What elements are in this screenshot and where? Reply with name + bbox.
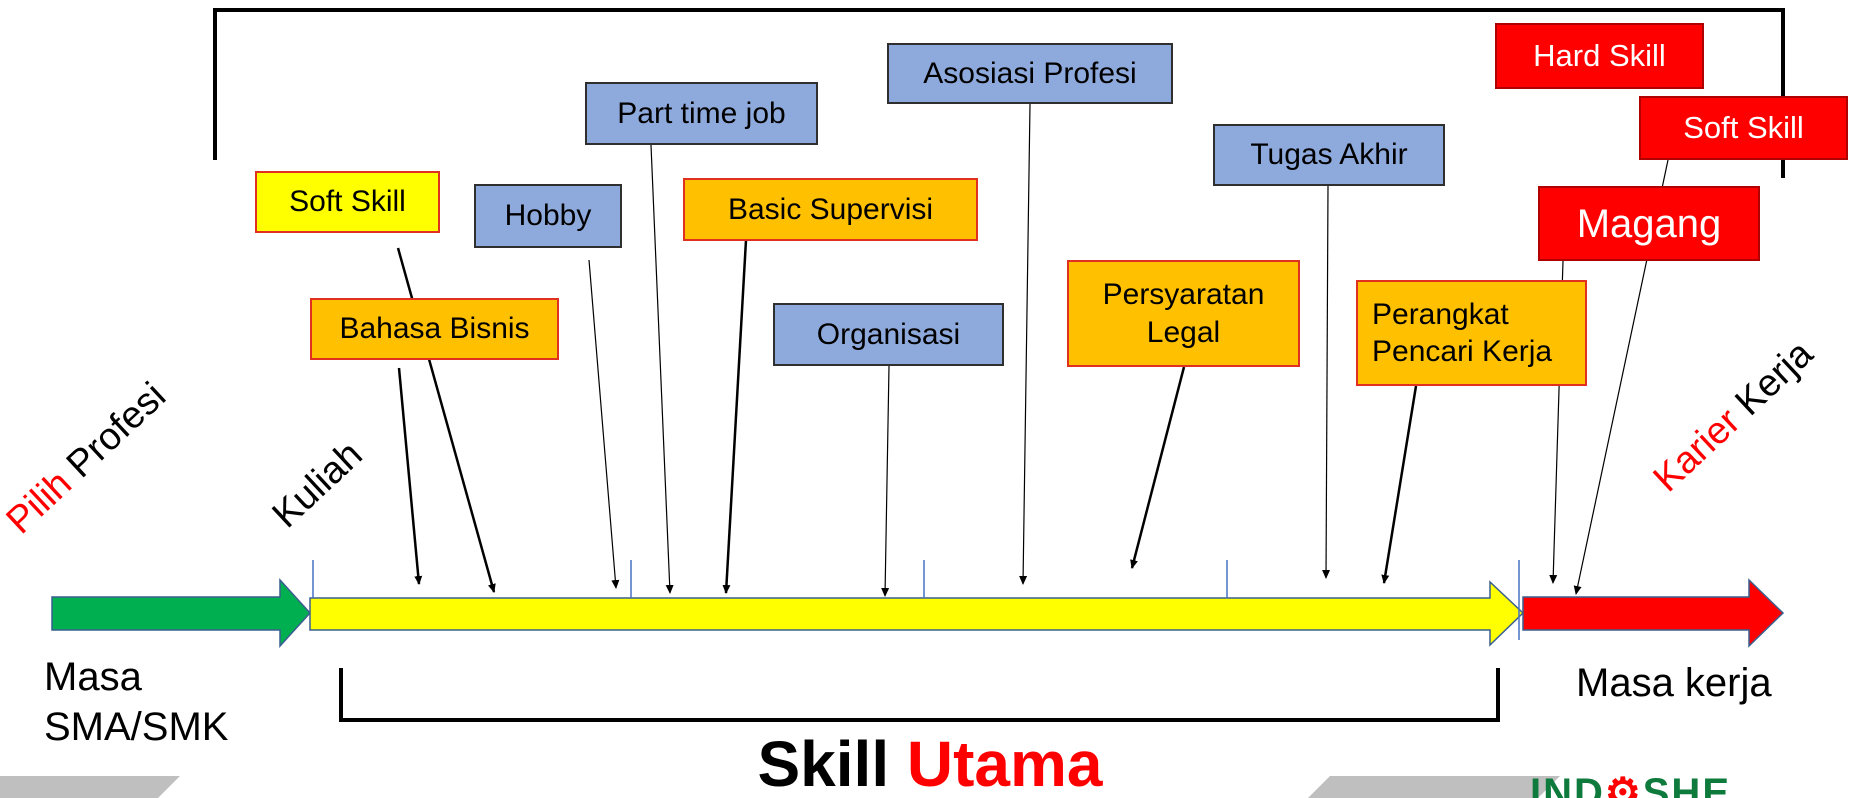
arrow-persyaratan-legal (1130, 366, 1186, 569)
arrow-organisasi (881, 365, 890, 597)
yellow-arrow (309, 580, 1525, 647)
gear-icon: ⚙ (1604, 771, 1643, 798)
arrow-asosiasi-profesi (1019, 103, 1031, 585)
box-hard-skill: Hard Skill (1495, 23, 1704, 89)
arrow-bahasa-bisnis (397, 367, 423, 585)
arrow-part-time-job (650, 144, 674, 594)
box-tugas-akhir: Tugas Akhir (1213, 124, 1445, 186)
arrow-hobby (588, 259, 620, 589)
footer-bands (0, 776, 1560, 798)
period-masa-kerja: Masa kerja (1576, 661, 1772, 705)
box-magang: Magang (1538, 186, 1760, 261)
red-arrow (1522, 578, 1785, 648)
box-part-time-job: Part time job (585, 82, 818, 145)
box-asosiasi-profesi: Asosiasi Profesi (887, 43, 1173, 104)
box-bahasa-bisnis: Bahasa Bisnis (310, 298, 559, 360)
top-bracket (213, 8, 1785, 178)
arrow-tugas-akhir (1322, 185, 1331, 579)
period-masa-sma: Masa SMA/SMK (44, 655, 229, 749)
box-soft-skill-red: Soft Skill (1639, 96, 1848, 160)
arrow-basic-supervisi (722, 239, 748, 594)
arrow-perangkat (1381, 385, 1418, 584)
box-perangkat-pencari-kerja: Perangkat Pencari Kerja (1356, 280, 1587, 386)
box-soft-skill: Soft Skill (255, 171, 440, 233)
indoshe-logo: IND⚙SHE (1530, 770, 1731, 798)
box-persyaratan-legal: Persyaratan Legal (1067, 260, 1300, 367)
skill-utama-title: Skill Utama (757, 728, 1103, 798)
box-hobby: Hobby (474, 184, 622, 248)
box-basic-supervisi: Basic Supervisi (683, 178, 978, 241)
box-organisasi: Organisasi (773, 303, 1004, 366)
bottom-bracket (339, 668, 1500, 722)
green-arrow (51, 578, 312, 648)
